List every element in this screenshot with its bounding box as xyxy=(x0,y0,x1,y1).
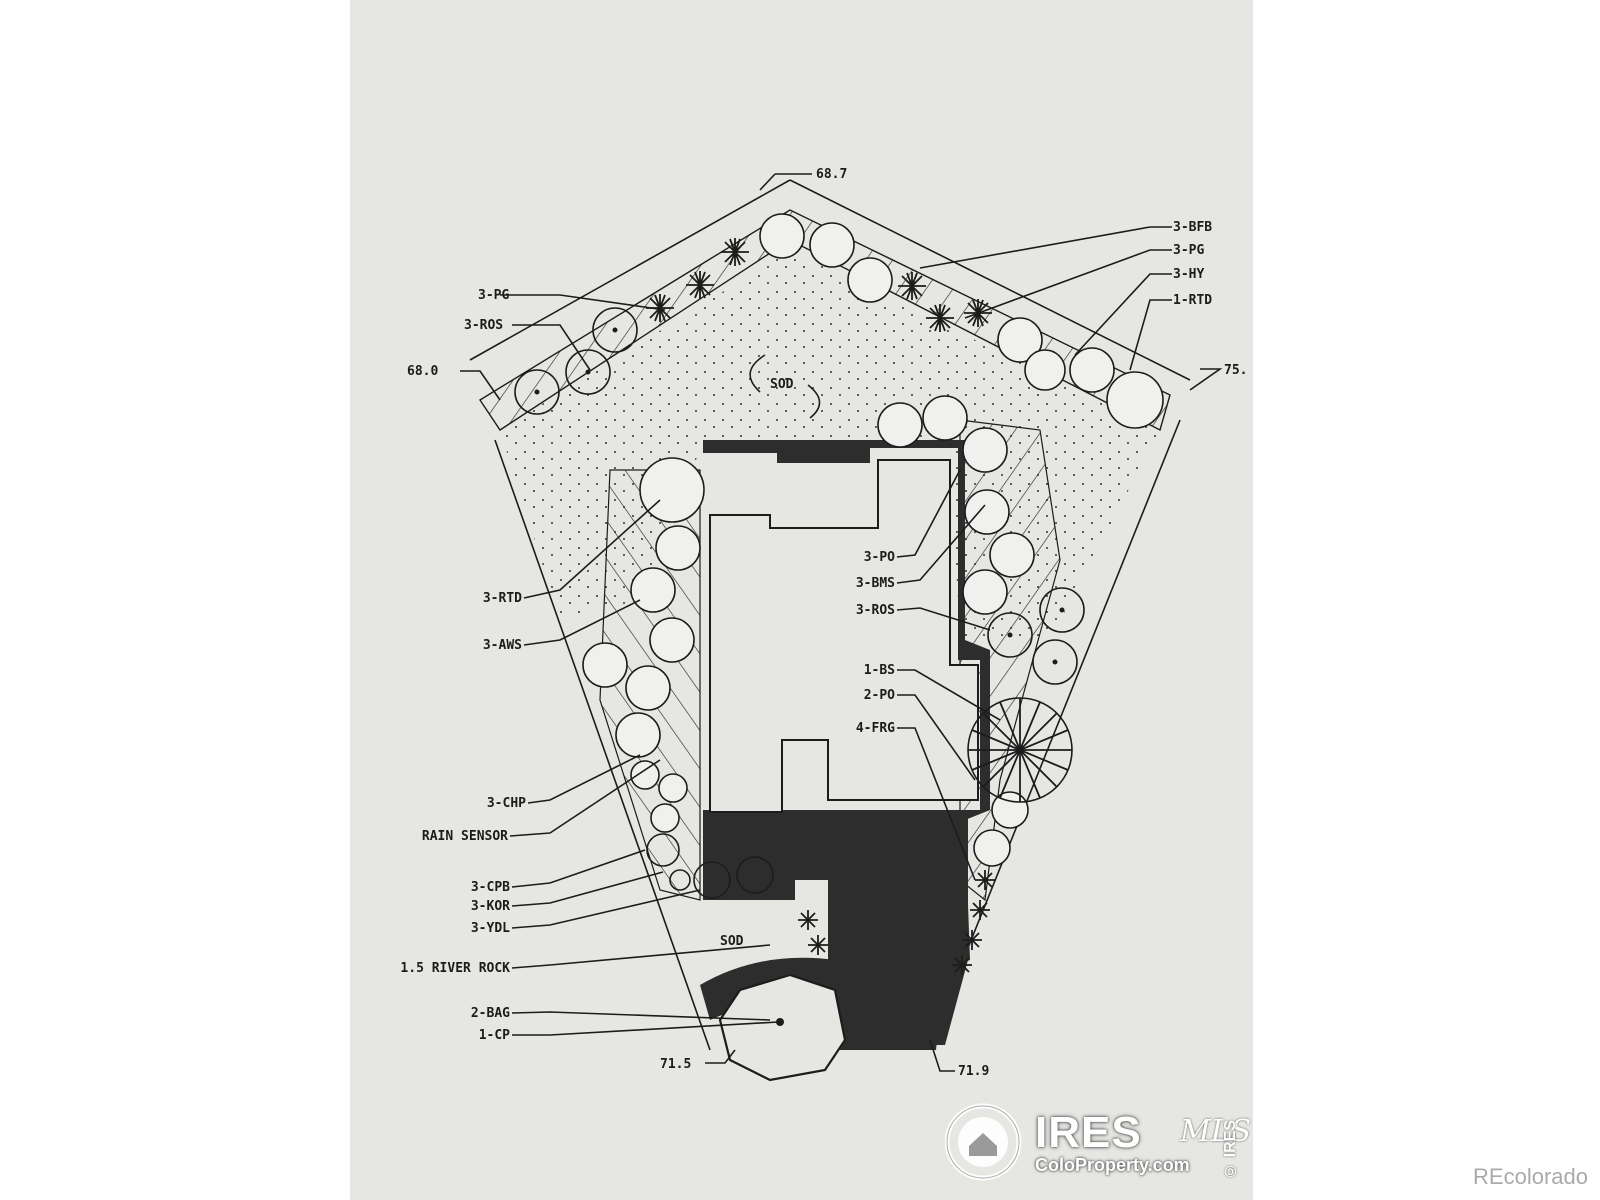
label-3-hy: 3-HY xyxy=(1173,267,1204,282)
sod-arc-right xyxy=(807,384,821,419)
label-2-bag: 2-BAG xyxy=(471,1006,510,1021)
label-3-bms: 3-BMS xyxy=(856,576,895,591)
label-3-rtd: 3-RTD xyxy=(483,591,522,606)
front-patio xyxy=(700,957,847,1082)
driveway xyxy=(830,810,968,1045)
label-1-bs: 1-BS xyxy=(864,663,895,678)
ires-website: ColoProperty.com xyxy=(1035,1155,1190,1175)
label-3-cpb: 3-CPB xyxy=(471,880,510,895)
label-3-ros-inner: 3-ROS xyxy=(856,603,895,618)
label-4-frg: 4-FRG xyxy=(856,721,895,736)
label-river-rock: 1.5 RIVER ROCK xyxy=(400,961,510,976)
elevation-right: 75. xyxy=(1224,363,1247,378)
label-1-cp: 1-CP xyxy=(479,1028,510,1043)
label-3-pg-left: 3-PG xyxy=(478,288,509,303)
label-1-rtd: 1-RTD xyxy=(1173,293,1212,308)
ires-side-text: © IRES xyxy=(1222,1120,1239,1179)
sod-label-front: SOD xyxy=(720,934,744,949)
label-3-kor: 3-KOR xyxy=(471,899,510,914)
sod-arc-left xyxy=(749,354,766,393)
left-label-column: 3-RTD 3-AWS 3-CHP RAIN SENSOR 3-CPB 3-KO… xyxy=(400,591,526,1043)
label-2-po: 2-PO xyxy=(864,688,895,703)
elevation-bottom-left: 71.5 xyxy=(660,1057,691,1072)
ires-brand: IRES xyxy=(1035,1108,1142,1157)
inner-label-column: 3-PO 3-BMS 3-ROS 1-BS 2-PO 4-FRG xyxy=(856,550,895,736)
label-3-ydl: 3-YDL xyxy=(471,921,510,936)
ires-brand-suffix: MLS xyxy=(1180,1114,1252,1149)
label-3-aws: 3-AWS xyxy=(483,638,522,653)
elevation-top: 68.7 xyxy=(816,167,847,182)
source-watermark: REcolorado xyxy=(1473,1164,1588,1189)
label-rain-sensor: RAIN SENSOR xyxy=(422,829,508,844)
shrub-group xyxy=(582,213,1164,867)
elevation-bottom-right: 71.9 xyxy=(958,1064,989,1079)
tree-group xyxy=(514,307,1085,899)
leader-lines xyxy=(460,173,1223,1072)
ires-logo-icon xyxy=(945,1103,1022,1181)
elevation-left: 68.0 xyxy=(407,364,438,379)
label-3-pg-right: 3-PG xyxy=(1173,243,1204,258)
label-3-chp: 3-CHP xyxy=(487,796,526,811)
label-3-ros-left: 3-ROS xyxy=(464,318,503,333)
lot-boundary xyxy=(469,179,1191,1051)
sod-label-main: SOD xyxy=(770,377,794,392)
label-3-po: 3-PO xyxy=(864,550,895,565)
blue-spruce-symbol xyxy=(967,697,1073,803)
label-3-bfb: 3-BFB xyxy=(1173,220,1212,235)
